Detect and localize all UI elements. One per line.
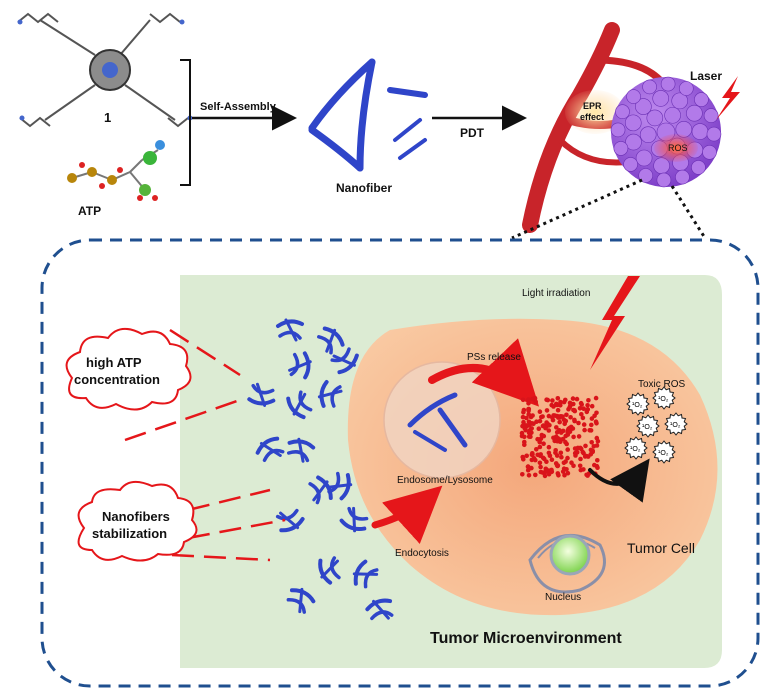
nanofiber-cluster: [286, 587, 316, 614]
light-bolt-icon: [590, 276, 640, 370]
ros-gear-icon: [652, 440, 676, 464]
nanofiber-cluster: [286, 437, 316, 463]
porphyrin-molecule-icon: [17, 12, 193, 128]
tumor-icon: [610, 76, 722, 188]
singlet-oxygen-label: ¹O₂: [632, 402, 643, 409]
epr-label-line1: EPR: [583, 101, 602, 111]
light-irradiation-label: Light irradiation: [522, 288, 590, 299]
ros-generation-arrow: [588, 458, 650, 503]
nanofiber-cluster: [286, 390, 313, 420]
nanofiber-label: Nanofiber: [336, 181, 392, 195]
nanofiber-cluster: [352, 559, 379, 589]
pss-release-arrow: [428, 338, 540, 407]
red-dashed-rays: [124, 328, 286, 562]
nanofiber-cluster: [317, 326, 345, 355]
endosome-label: Endosome/Lysosome: [397, 475, 493, 486]
ros-glow: [654, 134, 698, 162]
atp-molecule-icon: [67, 140, 165, 201]
nanofiber-cluster: [339, 506, 369, 533]
nucleus-label: Nucleus: [545, 592, 581, 603]
nanofiber-cluster: [247, 382, 276, 407]
cloud1-line1: high ATP: [86, 355, 142, 370]
nanofiber-cluster: [276, 318, 304, 342]
cloud-high-atp: high ATP concentration: [65, 327, 192, 411]
zoom-dashed-frame: [40, 238, 760, 688]
ros-gears-group: ¹O₂ ¹O₂ ¹O₂ ¹O₂ ¹O₂ ¹O₂: [624, 386, 688, 464]
atp-label: ATP: [78, 204, 101, 218]
nanofibers-scattered: [247, 318, 394, 621]
zoom-line-right: [670, 185, 707, 239]
tumor-cell-label: Tumor Cell: [627, 540, 695, 556]
cloud2-line2: stabilization: [92, 526, 167, 541]
ros-gear-icon: [636, 414, 660, 438]
singlet-oxygen-label: ¹O₂: [630, 446, 641, 453]
nanofiber-cluster: [327, 471, 353, 501]
laser-label: Laser: [690, 69, 722, 83]
singlet-oxygen-label: ¹O₂: [642, 424, 653, 431]
ros-gear-icon: [652, 386, 676, 410]
singlet-oxygen-label: ¹O₂: [658, 396, 669, 403]
ros-gear-icon: [664, 412, 688, 436]
epr-label-line2: effect: [580, 112, 604, 122]
microenvironment-label: Tumor Microenvironment: [430, 630, 622, 647]
endocytosis-arrow: [371, 485, 443, 544]
pss-release-label: PSs release: [467, 352, 521, 363]
nucleus-icon: [528, 533, 606, 594]
cloud1-line2: concentration: [74, 372, 160, 387]
endosome-nanofiber-icon: [407, 392, 468, 452]
ros-label: ROS: [668, 143, 688, 153]
nanofiber-cluster: [330, 347, 359, 375]
self-assembly-label: Self-Assembly: [200, 101, 277, 113]
nanofiber-cluster: [288, 351, 312, 380]
nanofiber-cluster: [275, 508, 305, 533]
ps-particles-cluster: [519, 395, 601, 479]
laser-bolt-icon: [716, 76, 740, 120]
ros-gear-icon: [626, 392, 650, 416]
endosome: [383, 361, 501, 479]
nanofiber-cluster: [318, 556, 341, 585]
nanofiber-icon: [308, 58, 428, 172]
compound-label: 1: [104, 110, 111, 125]
nanofiber-cluster: [317, 380, 343, 408]
singlet-oxygen-label: ¹O₂: [670, 422, 681, 429]
epr-glow: [565, 90, 625, 134]
bracket: [180, 59, 191, 186]
zoom-line-left: [511, 178, 643, 240]
nanofiber-cluster: [365, 598, 394, 621]
cloud-nanofibers-stabilization: Nanofibers stabilization: [77, 480, 198, 562]
endocytosis-label: Endocytosis: [395, 548, 449, 559]
toxic-ros-label: Toxic ROS: [638, 379, 686, 390]
nanofiber-cluster: [255, 436, 285, 463]
ros-gear-icon: [624, 436, 648, 460]
singlet-oxygen-label: ¹O₂: [658, 450, 669, 457]
pdt-label: PDT: [460, 126, 485, 140]
cloud2-line1: Nanofibers: [102, 509, 170, 524]
